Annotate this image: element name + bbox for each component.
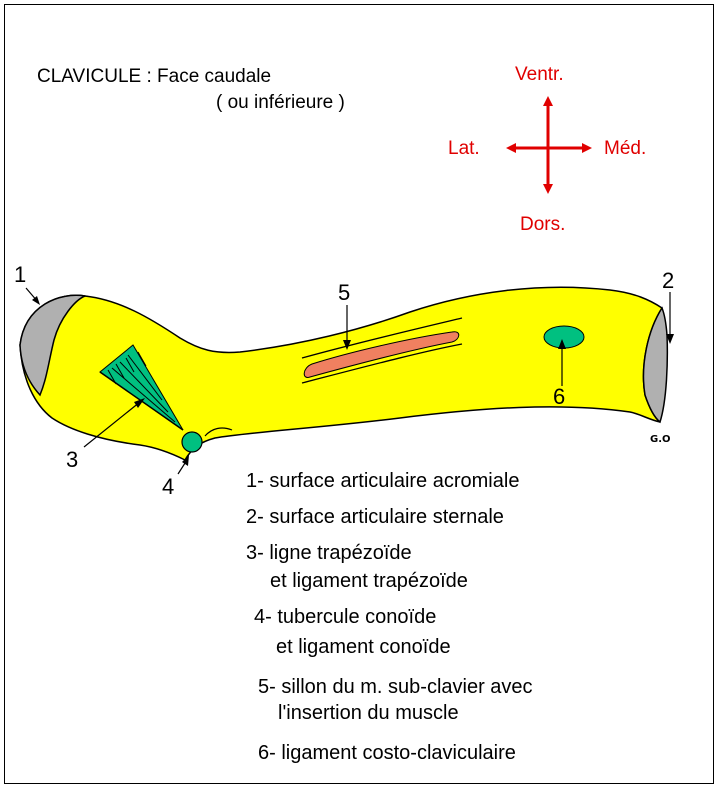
marker-3: 3 bbox=[66, 447, 78, 473]
marker-2: 2 bbox=[662, 268, 674, 294]
marker-4: 4 bbox=[162, 474, 174, 500]
leader-arrow-2 bbox=[666, 292, 674, 344]
leader-arrow-1 bbox=[26, 288, 40, 305]
legend-item-4: 4- tubercule conoïde bbox=[254, 606, 436, 629]
legend-item-5: 5- sillon du m. sub-clavier avec bbox=[258, 676, 533, 699]
legend-item-4-cont: et ligament conoïde bbox=[276, 636, 451, 659]
legend-item-6: 6- ligament costo-claviculaire bbox=[258, 742, 516, 765]
legend-item-2: 2- surface articulaire sternale bbox=[246, 506, 504, 529]
author-signature: G.O bbox=[650, 434, 671, 445]
legend-item-1: 1- surface articulaire acromiale bbox=[246, 470, 519, 493]
marker-5: 5 bbox=[338, 280, 350, 306]
legend-item-5-cont: l'insertion du muscle bbox=[278, 702, 459, 725]
compass-label-ventral: Ventr. bbox=[515, 64, 564, 86]
diagram-title: CLAVICULE : Face caudale bbox=[37, 66, 271, 88]
compass-label-medial: Méd. bbox=[604, 138, 646, 160]
legend-item-3-cont: et ligament trapézoïde bbox=[270, 570, 468, 593]
marker-6: 6 bbox=[553, 384, 565, 410]
compass-label-dorsal: Dors. bbox=[520, 214, 565, 236]
marker-1: 1 bbox=[14, 262, 26, 288]
legend-item-3: 3- ligne trapézoïde bbox=[246, 542, 412, 565]
compass-label-lateral: Lat. bbox=[448, 138, 480, 160]
diagram-subtitle: ( ou inférieure ) bbox=[216, 92, 345, 114]
orientation-compass bbox=[506, 96, 592, 194]
